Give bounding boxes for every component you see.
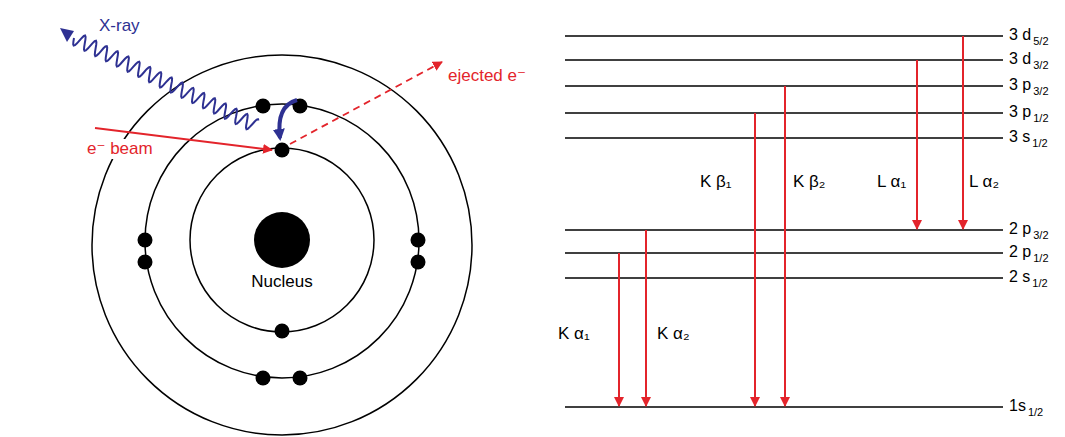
level-label: 2 p — [1008, 220, 1032, 238]
level-subscript: 3/2 — [1032, 85, 1049, 98]
x-ray-wave — [73, 36, 258, 130]
energy-levels — [565, 36, 1003, 407]
nucleus — [254, 212, 310, 268]
ejected-electron-path — [290, 62, 442, 144]
level-subscript: 1/2 — [1031, 137, 1048, 150]
transition-arrows — [619, 36, 963, 406]
line-label: K β₂ — [792, 172, 826, 192]
level-subscript: 3/2 — [1032, 59, 1049, 72]
electrons — [138, 99, 426, 386]
level-label: 3 s — [1008, 128, 1031, 146]
electron-shells — [92, 55, 472, 435]
level-label: 3 d — [1008, 50, 1032, 68]
level-subscript: 1/2 — [1032, 112, 1049, 125]
level-subscript: 5/2 — [1032, 35, 1049, 48]
x-ray-arrowhead — [60, 28, 74, 42]
nucleus-label: Nucleus — [250, 272, 313, 292]
level-label: 3 p — [1008, 76, 1032, 94]
line-label: K α₂ — [656, 324, 691, 344]
electron-transition — [279, 100, 297, 138]
level-subscript: 3/2 — [1032, 229, 1049, 242]
beam-label: e⁻ beam — [86, 139, 154, 159]
level-subscript: 1/2 — [1027, 406, 1044, 419]
x-ray-label: X-ray — [98, 16, 141, 36]
level-label: 2 s — [1008, 268, 1031, 286]
level-label: 3 d — [1008, 26, 1032, 44]
level-label: 2 p — [1008, 243, 1032, 261]
line-label: K α₁ — [557, 324, 591, 344]
level-label: 3 p — [1008, 103, 1032, 121]
ejected-label: ejected e⁻ — [447, 66, 527, 86]
level-subscript: 1/2 — [1031, 277, 1048, 290]
level-label: 1s — [1008, 397, 1027, 415]
line-label: K β₁ — [699, 172, 733, 192]
line-label: L α₂ — [968, 172, 1000, 192]
line-label: L α₁ — [876, 172, 907, 192]
level-subscript: 1/2 — [1032, 252, 1049, 265]
